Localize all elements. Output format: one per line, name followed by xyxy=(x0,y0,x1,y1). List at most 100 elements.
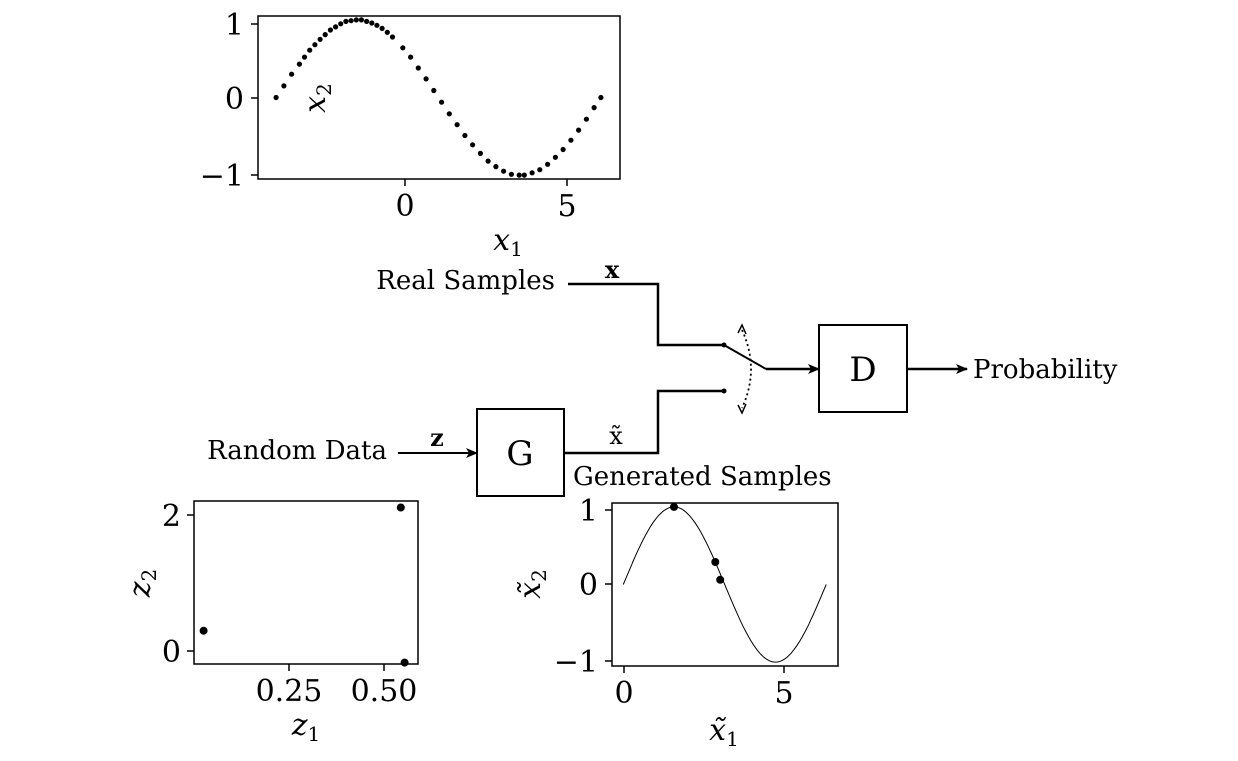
y-axis-label: z2 xyxy=(123,569,161,599)
data-point xyxy=(545,161,551,167)
data-point xyxy=(369,20,375,26)
data-point xyxy=(521,172,527,178)
discriminator-box xyxy=(818,324,908,413)
random-data-points xyxy=(199,503,409,667)
generated-samples-wire xyxy=(564,389,724,455)
data-point xyxy=(374,22,380,28)
data-point xyxy=(598,94,604,101)
random-data-label: Random Data xyxy=(207,436,387,466)
y-tick-label: 2 xyxy=(162,499,181,534)
data-point xyxy=(338,21,344,27)
data-point xyxy=(583,116,590,122)
data-point xyxy=(396,503,405,512)
data-point xyxy=(446,111,452,117)
x-tick-label: 0 xyxy=(395,189,414,224)
data-point xyxy=(307,47,313,53)
x-axis-label: z1 xyxy=(291,708,321,746)
data-point xyxy=(470,142,476,148)
x-tick-label: 5 xyxy=(557,189,576,224)
x-axis-label: x̃1 xyxy=(709,713,739,751)
gan-block-diagram: Real Samples x Random Data z G x̃ Genera… xyxy=(207,255,1118,497)
data-point xyxy=(477,150,483,156)
generated-samples-plot: 0 5 1 0 −1 x̃1 x̃2 xyxy=(513,494,839,751)
data-point xyxy=(389,34,396,40)
data-point xyxy=(501,168,507,174)
y-tick-label: −1 xyxy=(200,159,244,194)
data-point xyxy=(312,42,318,48)
data-point xyxy=(529,170,535,176)
x-vector-label: x xyxy=(605,255,620,284)
x-tilde-vector-label: x̃ xyxy=(609,422,623,450)
generated-samples-label: Generated Samples xyxy=(573,462,832,492)
data-point xyxy=(454,122,460,128)
generated-sample-points xyxy=(670,502,725,584)
data-point xyxy=(462,132,468,139)
data-point xyxy=(431,87,437,94)
data-point xyxy=(576,127,582,133)
data-point xyxy=(423,76,429,82)
data-point xyxy=(327,27,333,33)
y-tick-label: 0 xyxy=(162,635,181,670)
data-point xyxy=(322,31,328,38)
switch-motion-arc xyxy=(741,329,752,409)
data-point xyxy=(415,65,421,71)
data-point xyxy=(508,171,514,177)
data-point xyxy=(384,29,390,35)
real-samples-wire xyxy=(568,282,724,347)
x-tick-label: 0 xyxy=(614,676,633,711)
real-samples-plot: 0 5 1 0 −1 x1 x2 xyxy=(200,8,621,261)
data-point xyxy=(348,18,354,24)
data-point xyxy=(301,54,308,60)
data-point xyxy=(670,502,678,511)
data-point xyxy=(333,24,339,30)
data-point xyxy=(400,658,409,667)
data-point xyxy=(568,137,574,143)
x-tick-label: 0.50 xyxy=(351,674,418,709)
data-point xyxy=(296,61,302,67)
x-tick-label: 5 xyxy=(774,676,793,711)
data-point xyxy=(516,172,522,178)
data-point xyxy=(281,83,287,89)
y-tick-label: −1 xyxy=(554,645,598,680)
data-point xyxy=(199,626,208,635)
y-tick-label: 1 xyxy=(579,494,598,529)
plot-frame xyxy=(193,500,419,665)
probability-label: Probability xyxy=(973,355,1118,385)
data-point xyxy=(408,54,414,60)
z-vector-label: z xyxy=(430,423,444,452)
switch-contact-bottom xyxy=(721,388,727,394)
data-point xyxy=(493,164,499,170)
data-point xyxy=(400,45,406,51)
data-point xyxy=(289,71,295,77)
data-point xyxy=(379,25,385,31)
data-point xyxy=(485,158,491,164)
y-axis-label: x2 xyxy=(298,83,336,113)
data-point xyxy=(716,575,725,584)
data-point xyxy=(317,36,323,42)
data-point xyxy=(537,167,543,173)
y-tick-label: 0 xyxy=(225,82,244,117)
data-point xyxy=(343,18,349,24)
real-sample-points xyxy=(273,17,604,178)
switch-arc-arrowhead-bottom xyxy=(737,403,747,415)
x-tick-label: 0.25 xyxy=(256,674,323,709)
data-point xyxy=(364,18,370,24)
switch-lever xyxy=(723,344,767,370)
data-point xyxy=(439,99,445,105)
data-point xyxy=(353,17,359,23)
generator-label: G xyxy=(506,434,533,474)
real-samples-label: Real Samples xyxy=(376,266,555,296)
data-point xyxy=(560,146,566,153)
y-axis-label: x̃2 xyxy=(513,569,551,599)
data-point xyxy=(591,105,597,111)
y-tick-label: 1 xyxy=(225,8,244,43)
y-tick-label: 0 xyxy=(579,568,598,603)
sine-curve xyxy=(622,506,827,663)
switch-arc-arrowhead-top xyxy=(737,323,747,335)
data-point xyxy=(552,154,559,160)
data-point xyxy=(711,558,720,566)
data-point xyxy=(358,17,364,23)
x-axis-label: x1 xyxy=(493,223,523,261)
